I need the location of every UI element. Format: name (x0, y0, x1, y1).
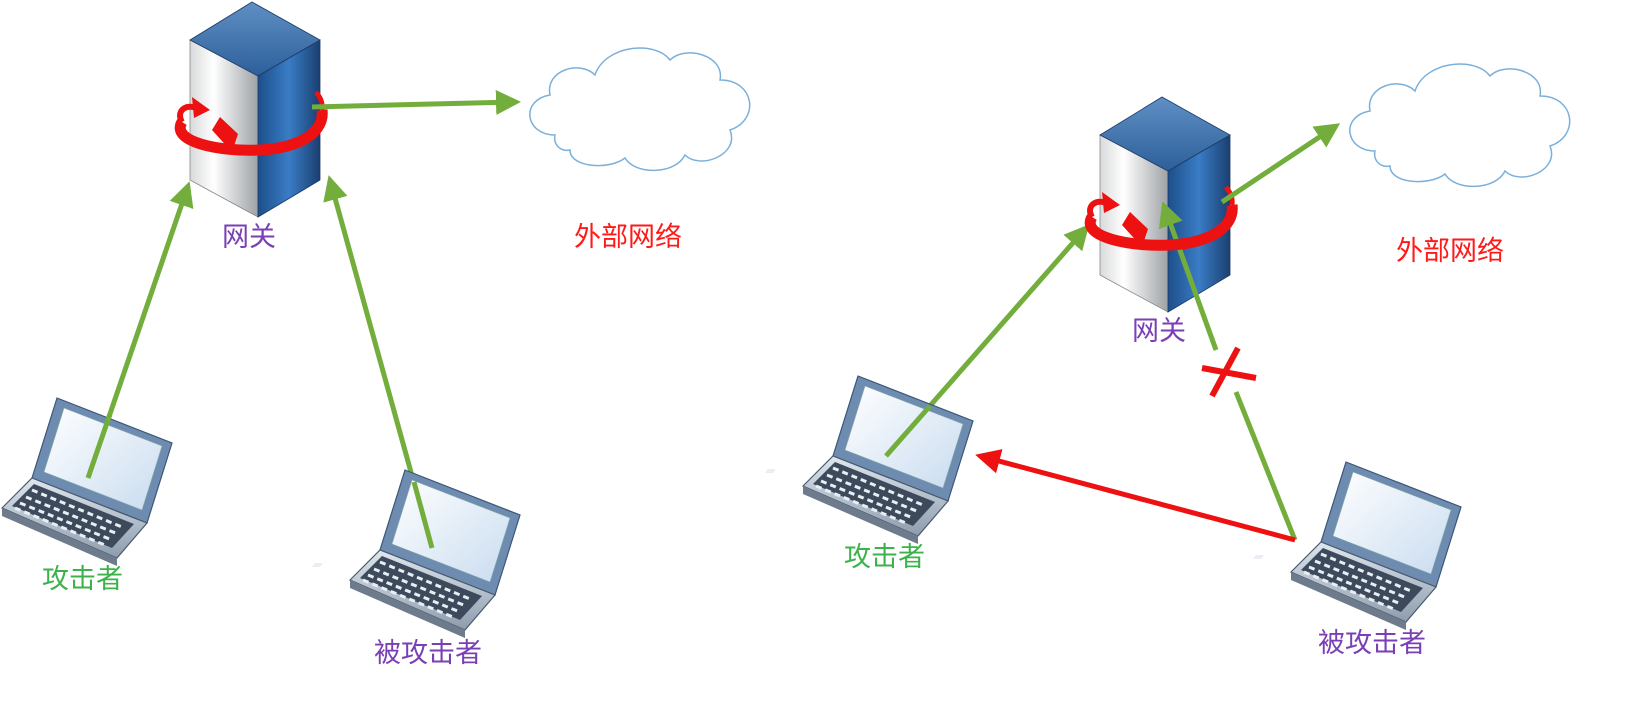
left-attacker-label: 攻击者 (42, 564, 123, 595)
right-victim-label: 被攻击者 (1318, 628, 1426, 659)
left-attacker-arrow-overlay (85, 413, 113, 479)
left-external-network-label: 外部网络 (574, 222, 682, 253)
right-external-network-cloud-icon (1349, 63, 1571, 188)
right-attacker-arrow-overlay (884, 404, 932, 458)
right-gateway-label: 网关 (1132, 316, 1186, 347)
right-attacker-label: 攻击者 (844, 542, 925, 573)
left-victim-arrow-overlay (411, 481, 435, 549)
left-external-network-cloud-icon (529, 47, 751, 172)
right-scenario: 网关 外部网络 攻击者 被攻击者 (763, 63, 1571, 659)
left-gateway-to-external-arrow (311, 89, 521, 115)
right-victim-to-gateway-arrow-lower (1233, 391, 1298, 541)
right-gateway-server-icon (1099, 96, 1231, 313)
left-attacker-laptop-icon (0, 396, 174, 568)
right-victim-to-attacker-arrow (975, 449, 1296, 543)
left-victim-label: 被攻击者 (374, 638, 482, 669)
blocked-cross-icon (1201, 346, 1257, 398)
left-scenario: 网关 外部网络 攻击者 被攻击者 (0, 1, 751, 669)
left-gateway-server-icon (189, 1, 321, 218)
left-gateway-label: 网关 (222, 222, 276, 253)
right-attacker-laptop-icon (763, 374, 975, 546)
right-victim-to-gateway-arrow-upper (1159, 201, 1219, 351)
right-gateway-to-external-arrow (1220, 123, 1341, 205)
right-external-network-label: 外部网络 (1396, 236, 1504, 267)
right-victim-laptop-icon (1251, 460, 1463, 632)
